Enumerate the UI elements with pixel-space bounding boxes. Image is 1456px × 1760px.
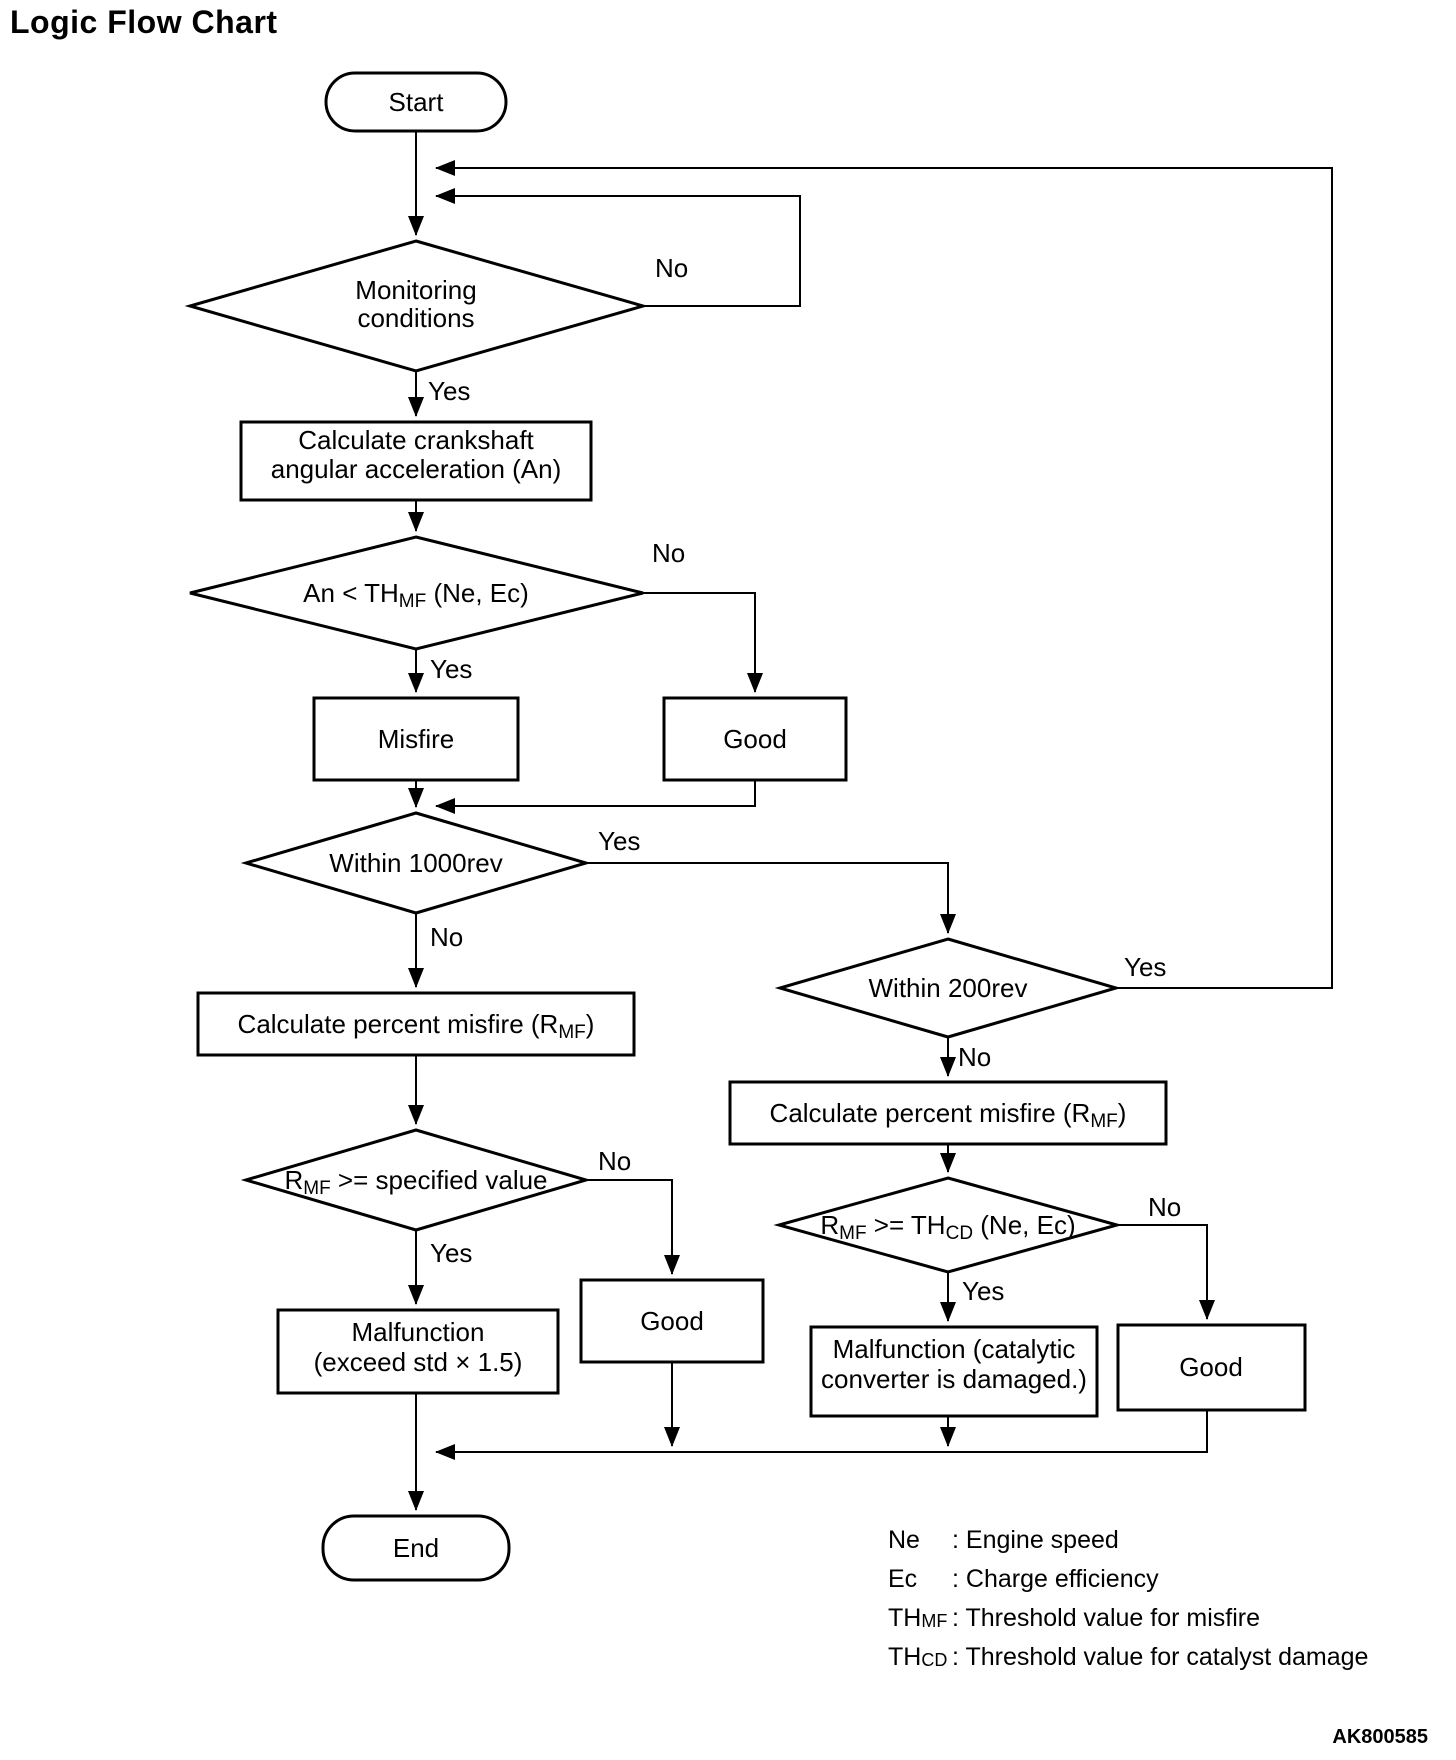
node-malfunction-cat-label-line2: converter is damaged.) <box>821 1364 1087 1394</box>
legend: Ne : Engine speed Ec : Charge efficiency… <box>888 1522 1368 1678</box>
node-rmfspec-label: RMF >= specified value <box>284 1165 547 1199</box>
node-malfunction-std-label-line1: Malfunction <box>352 1317 485 1347</box>
node-monitoring-diamond <box>184 239 649 373</box>
node-thcd-label: RMF >= THCD (Ne, Ec) <box>820 1210 1075 1244</box>
page-title: Logic Flow Chart <box>10 4 278 40</box>
node-end-label: End <box>393 1533 439 1563</box>
legend-desc: : Charge efficiency <box>952 1565 1159 1593</box>
edge-label-thcd-yes: Yes <box>962 1276 1004 1306</box>
legend-row-ne: Ne : Engine speed <box>888 1522 1368 1561</box>
node-within1000-diamond <box>240 811 592 915</box>
node-anthmf-label: An < THMF (Ne, Ec) <box>303 578 529 612</box>
edge-label-within1000-yes: Yes <box>598 826 640 856</box>
edge-label-within200-no: No <box>958 1042 991 1072</box>
edge-within1000-yes <box>586 862 956 934</box>
node-start-label: Start <box>389 87 445 117</box>
node-good2-box <box>579 1278 765 1364</box>
legend-row-ec: Ec : Charge efficiency <box>888 1561 1368 1600</box>
edge-label-rmfspec-yes: Yes <box>430 1238 472 1268</box>
legend-desc: : Engine speed <box>952 1526 1119 1554</box>
node-malfunction-std-label-line2: (exceed std × 1.5) <box>314 1347 523 1377</box>
legend-row-thcd: THCD : Threshold value for catalyst dama… <box>888 1639 1368 1678</box>
node-monitoring-label-line2: conditions <box>357 303 474 333</box>
edge-good3-merge <box>435 1410 1208 1460</box>
node-thcd-diamond <box>773 1176 1123 1274</box>
node-malfunction-std-box <box>276 1308 560 1395</box>
node-calc-accel-label-line2: angular acceleration (An) <box>271 454 562 484</box>
node-within200-label: Within 200rev <box>869 973 1028 1003</box>
node-anthmf-diamond <box>189 535 644 651</box>
node-good3-label: Good <box>1179 1352 1243 1382</box>
edge-label-rmfspec-no: No <box>598 1146 631 1176</box>
legend-term: THCD <box>888 1643 948 1671</box>
edge-good1-merge <box>435 780 756 814</box>
edge-label-within1000-no: No <box>430 922 463 952</box>
node-calc-accel-box <box>239 420 593 502</box>
node-monitoring-label-line1: Monitoring <box>355 275 476 305</box>
edge-label-within200-yes: Yes <box>1124 952 1166 982</box>
legend-desc: : Threshold value for misfire <box>952 1604 1260 1632</box>
edge-label-monitoring-yes: Yes <box>428 376 470 406</box>
node-calc-rmf-right-box <box>728 1080 1168 1146</box>
edge-label-anthmf-no: No <box>652 538 685 568</box>
legend-desc: : Threshold value for catalyst damage <box>952 1643 1369 1671</box>
edge-label-anthmf-yes: Yes <box>430 654 472 684</box>
edge-rmfspec-no <box>586 1179 680 1275</box>
node-calc-rmf-left-label: Calculate percent misfire (RMF) <box>238 1009 595 1043</box>
legend-term: Ec <box>888 1565 918 1593</box>
figure-code: AK800585 <box>1332 1726 1428 1748</box>
edge-label-thcd-no: No <box>1148 1192 1181 1222</box>
node-start-shape <box>324 71 508 133</box>
node-good1-label: Good <box>723 724 787 754</box>
node-good1-box <box>662 696 848 782</box>
node-within1000-label: Within 1000rev <box>329 848 502 878</box>
node-within200-diamond <box>774 937 1122 1039</box>
node-good3-box <box>1116 1323 1307 1412</box>
node-misfire-box <box>312 696 520 782</box>
legend-term: THMF <box>888 1604 948 1632</box>
edge-monitoring-no-loop <box>435 188 801 307</box>
legend-term: Ne <box>888 1526 920 1554</box>
edge-anthmf-no <box>643 592 763 693</box>
edge-within200-yes-loop <box>435 160 1333 989</box>
node-malfunction-cat-label-line1: Malfunction (catalytic <box>833 1334 1076 1364</box>
edge-thcd-no <box>1117 1224 1215 1320</box>
edge-label-monitoring-no: No <box>655 253 688 283</box>
node-calc-accel-label-line1: Calculate crankshaft <box>298 425 534 455</box>
node-calc-rmf-left-box <box>196 991 636 1057</box>
node-end-shape <box>321 1514 511 1582</box>
node-calc-rmf-right-label: Calculate percent misfire (RMF) <box>770 1098 1127 1132</box>
node-good2-label: Good <box>640 1306 704 1336</box>
node-rmfspec-diamond <box>240 1128 592 1232</box>
node-malfunction-cat-box <box>809 1325 1099 1418</box>
legend-row-thmf: THMF : Threshold value for misfire <box>888 1600 1368 1639</box>
node-misfire-label: Misfire <box>378 724 455 754</box>
